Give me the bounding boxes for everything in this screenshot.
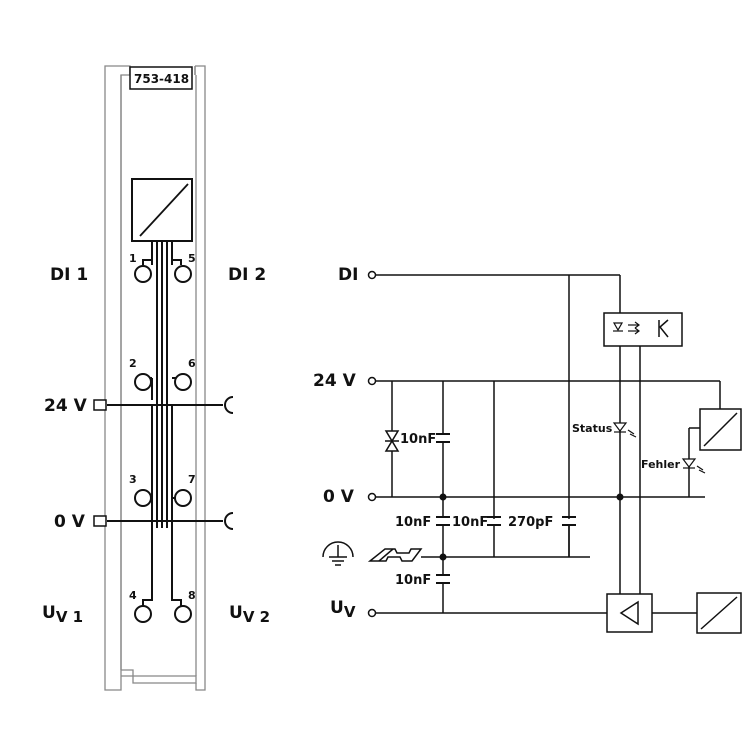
cap-label-2: 10nF <box>452 515 488 530</box>
terminal-number: 5 <box>188 252 196 265</box>
part-number: 753-418 <box>134 72 189 86</box>
terminal-number: 2 <box>129 357 137 370</box>
optocoupler <box>603 312 683 347</box>
module-drawing: 753-418 1 <box>42 65 270 691</box>
cap-label-4: 270pF <box>508 515 553 530</box>
label-uv1: UV 1 <box>42 603 83 626</box>
status-label: Status <box>572 422 613 435</box>
v0-contact <box>93 515 107 527</box>
uv2-main: U <box>229 603 243 623</box>
input-terminals <box>367 270 377 618</box>
status-led <box>612 422 637 438</box>
terminal-4 <box>134 605 152 623</box>
tvs-cap-label: 10nF <box>400 432 436 447</box>
terminal-1 <box>134 265 152 283</box>
uv-sub: V <box>344 603 356 621</box>
conductor-bundle <box>142 241 182 606</box>
power-rails <box>107 396 234 530</box>
schematic-24v-label: 24 V <box>313 371 357 391</box>
terminal-3 <box>134 489 152 507</box>
terminal-6 <box>174 373 192 391</box>
terminal-7 <box>174 489 192 507</box>
uv2-sub: V 2 <box>243 608 270 626</box>
dcdc-converter <box>699 408 742 451</box>
terminal-number: 7 <box>188 473 196 486</box>
terminal-number: 6 <box>188 357 196 370</box>
error-label: Fehler <box>641 458 681 471</box>
output-converter <box>696 592 742 634</box>
schematic-di-label: DI <box>338 265 358 285</box>
label-0v: 0 V <box>54 512 86 532</box>
error-led <box>681 458 706 474</box>
schematic <box>375 274 721 614</box>
terminal-5 <box>174 265 192 283</box>
driver-block <box>606 593 653 633</box>
capacitors <box>436 433 576 584</box>
label-uv2: UV 2 <box>229 603 270 626</box>
uv-main: U <box>330 598 344 618</box>
din-rail-icon <box>367 548 423 562</box>
schematic-0v-label: 0 V <box>323 487 355 507</box>
ground-icon <box>322 541 354 566</box>
terminal-2 <box>134 373 152 391</box>
terminal-number: 1 <box>129 252 137 265</box>
label-24v: 24 V <box>44 396 88 416</box>
cap-label-1: 10nF <box>395 515 431 530</box>
terminal-circles <box>134 265 192 623</box>
v24-contact <box>93 399 107 411</box>
terminal-8 <box>174 605 192 623</box>
part-number-box <box>129 66 193 90</box>
uv1-main: U <box>42 603 56 623</box>
label-di2: DI 2 <box>228 265 266 285</box>
cap-label-3: 10nF <box>395 573 431 588</box>
uv1-sub: V 1 <box>56 608 83 626</box>
terminal-number: 4 <box>129 589 137 602</box>
schematic-uv-label: UV <box>330 598 356 621</box>
terminal-number: 3 <box>129 473 137 486</box>
tvs-diode <box>384 430 400 452</box>
label-di1: DI 1 <box>50 265 88 285</box>
terminal-number: 8 <box>188 589 196 602</box>
